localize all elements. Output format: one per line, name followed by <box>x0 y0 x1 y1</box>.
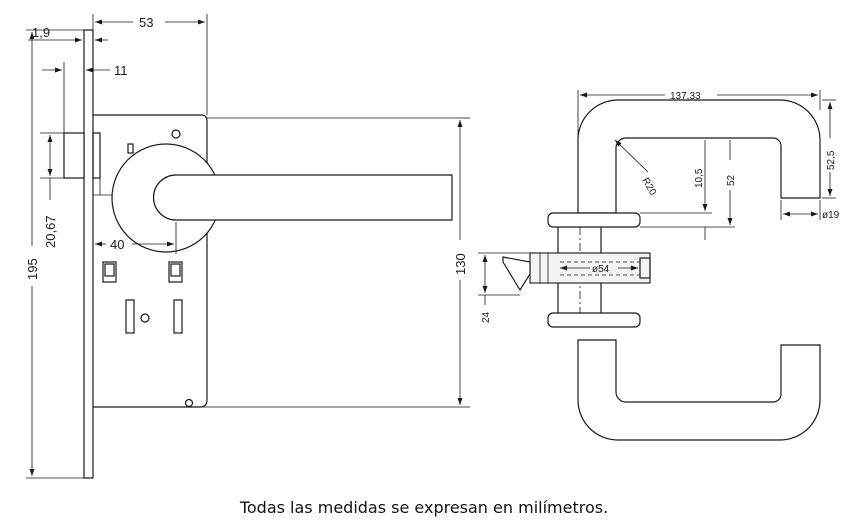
dim-label-130: 130 <box>453 253 468 275</box>
cylinder-slot-right <box>168 261 183 283</box>
side-view: 137,33 52,5 ø19 R20 10,5 <box>478 90 840 441</box>
lower-rose <box>547 312 641 328</box>
dim-label-1-9: 1,9 <box>32 25 50 40</box>
dim-52-5: 52,5 <box>822 99 837 199</box>
dim-label-o19: ø19 <box>822 210 840 221</box>
fixing-slot-right <box>173 299 183 334</box>
dim-o54: ø54 <box>560 264 638 275</box>
latch-head <box>502 256 531 292</box>
cylinder-slot-left <box>102 261 117 283</box>
case-screw-top <box>171 129 181 139</box>
latch-bolt <box>63 132 85 179</box>
latch-tab <box>127 143 134 154</box>
dim-20-67: 20,67 <box>40 132 64 248</box>
dim-label-r20: R20 <box>639 176 658 198</box>
dim-195: 195 <box>25 29 84 479</box>
dim-24: 24 <box>478 252 530 323</box>
upper-rose <box>547 212 641 228</box>
dim-130: 130 <box>453 117 470 408</box>
dim-40: 40 <box>95 222 177 254</box>
dim-1-9: 1,9 <box>28 25 108 45</box>
fixing-hole <box>140 313 150 323</box>
dim-r20: R20 <box>614 139 658 198</box>
dim-137-33: 137,33 <box>577 90 821 135</box>
fixing-slot-left <box>125 299 135 334</box>
dim-10-5: 10,5 <box>640 140 712 240</box>
dim-label-o54: ø54 <box>592 264 610 275</box>
dim-label-20-67: 20,67 <box>43 215 58 248</box>
faceplate <box>83 29 94 479</box>
dim-53: 53 <box>92 14 208 115</box>
case-screw-bottom <box>184 398 194 408</box>
dim-label-137-33: 137,33 <box>670 91 701 102</box>
lower-lever <box>577 339 821 441</box>
lever-handle <box>152 174 453 221</box>
dim-label-40: 40 <box>110 237 124 252</box>
front-view: 53 1,9 11 20,67 <box>25 14 470 479</box>
dim-label-10-5: 10,5 <box>694 168 705 188</box>
dim-label-52: 52 <box>726 174 737 186</box>
dim-label-53: 53 <box>139 15 153 30</box>
latch-bolt-inner <box>92 132 101 179</box>
technical-drawing: 53 1,9 11 20,67 <box>25 14 840 479</box>
upper-lever <box>577 99 821 214</box>
dim-label-11: 11 <box>114 63 128 78</box>
dim-52: 52 <box>640 140 737 228</box>
dim-11: 11 <box>42 62 128 133</box>
caption: Todas las medidas se expresan en milímet… <box>239 498 609 517</box>
dim-label-52-5: 52,5 <box>826 150 837 170</box>
dim-label-24: 24 <box>481 311 492 323</box>
door-outline <box>202 117 460 408</box>
dim-o19: ø19 <box>780 200 840 221</box>
dim-label-195: 195 <box>25 258 40 280</box>
